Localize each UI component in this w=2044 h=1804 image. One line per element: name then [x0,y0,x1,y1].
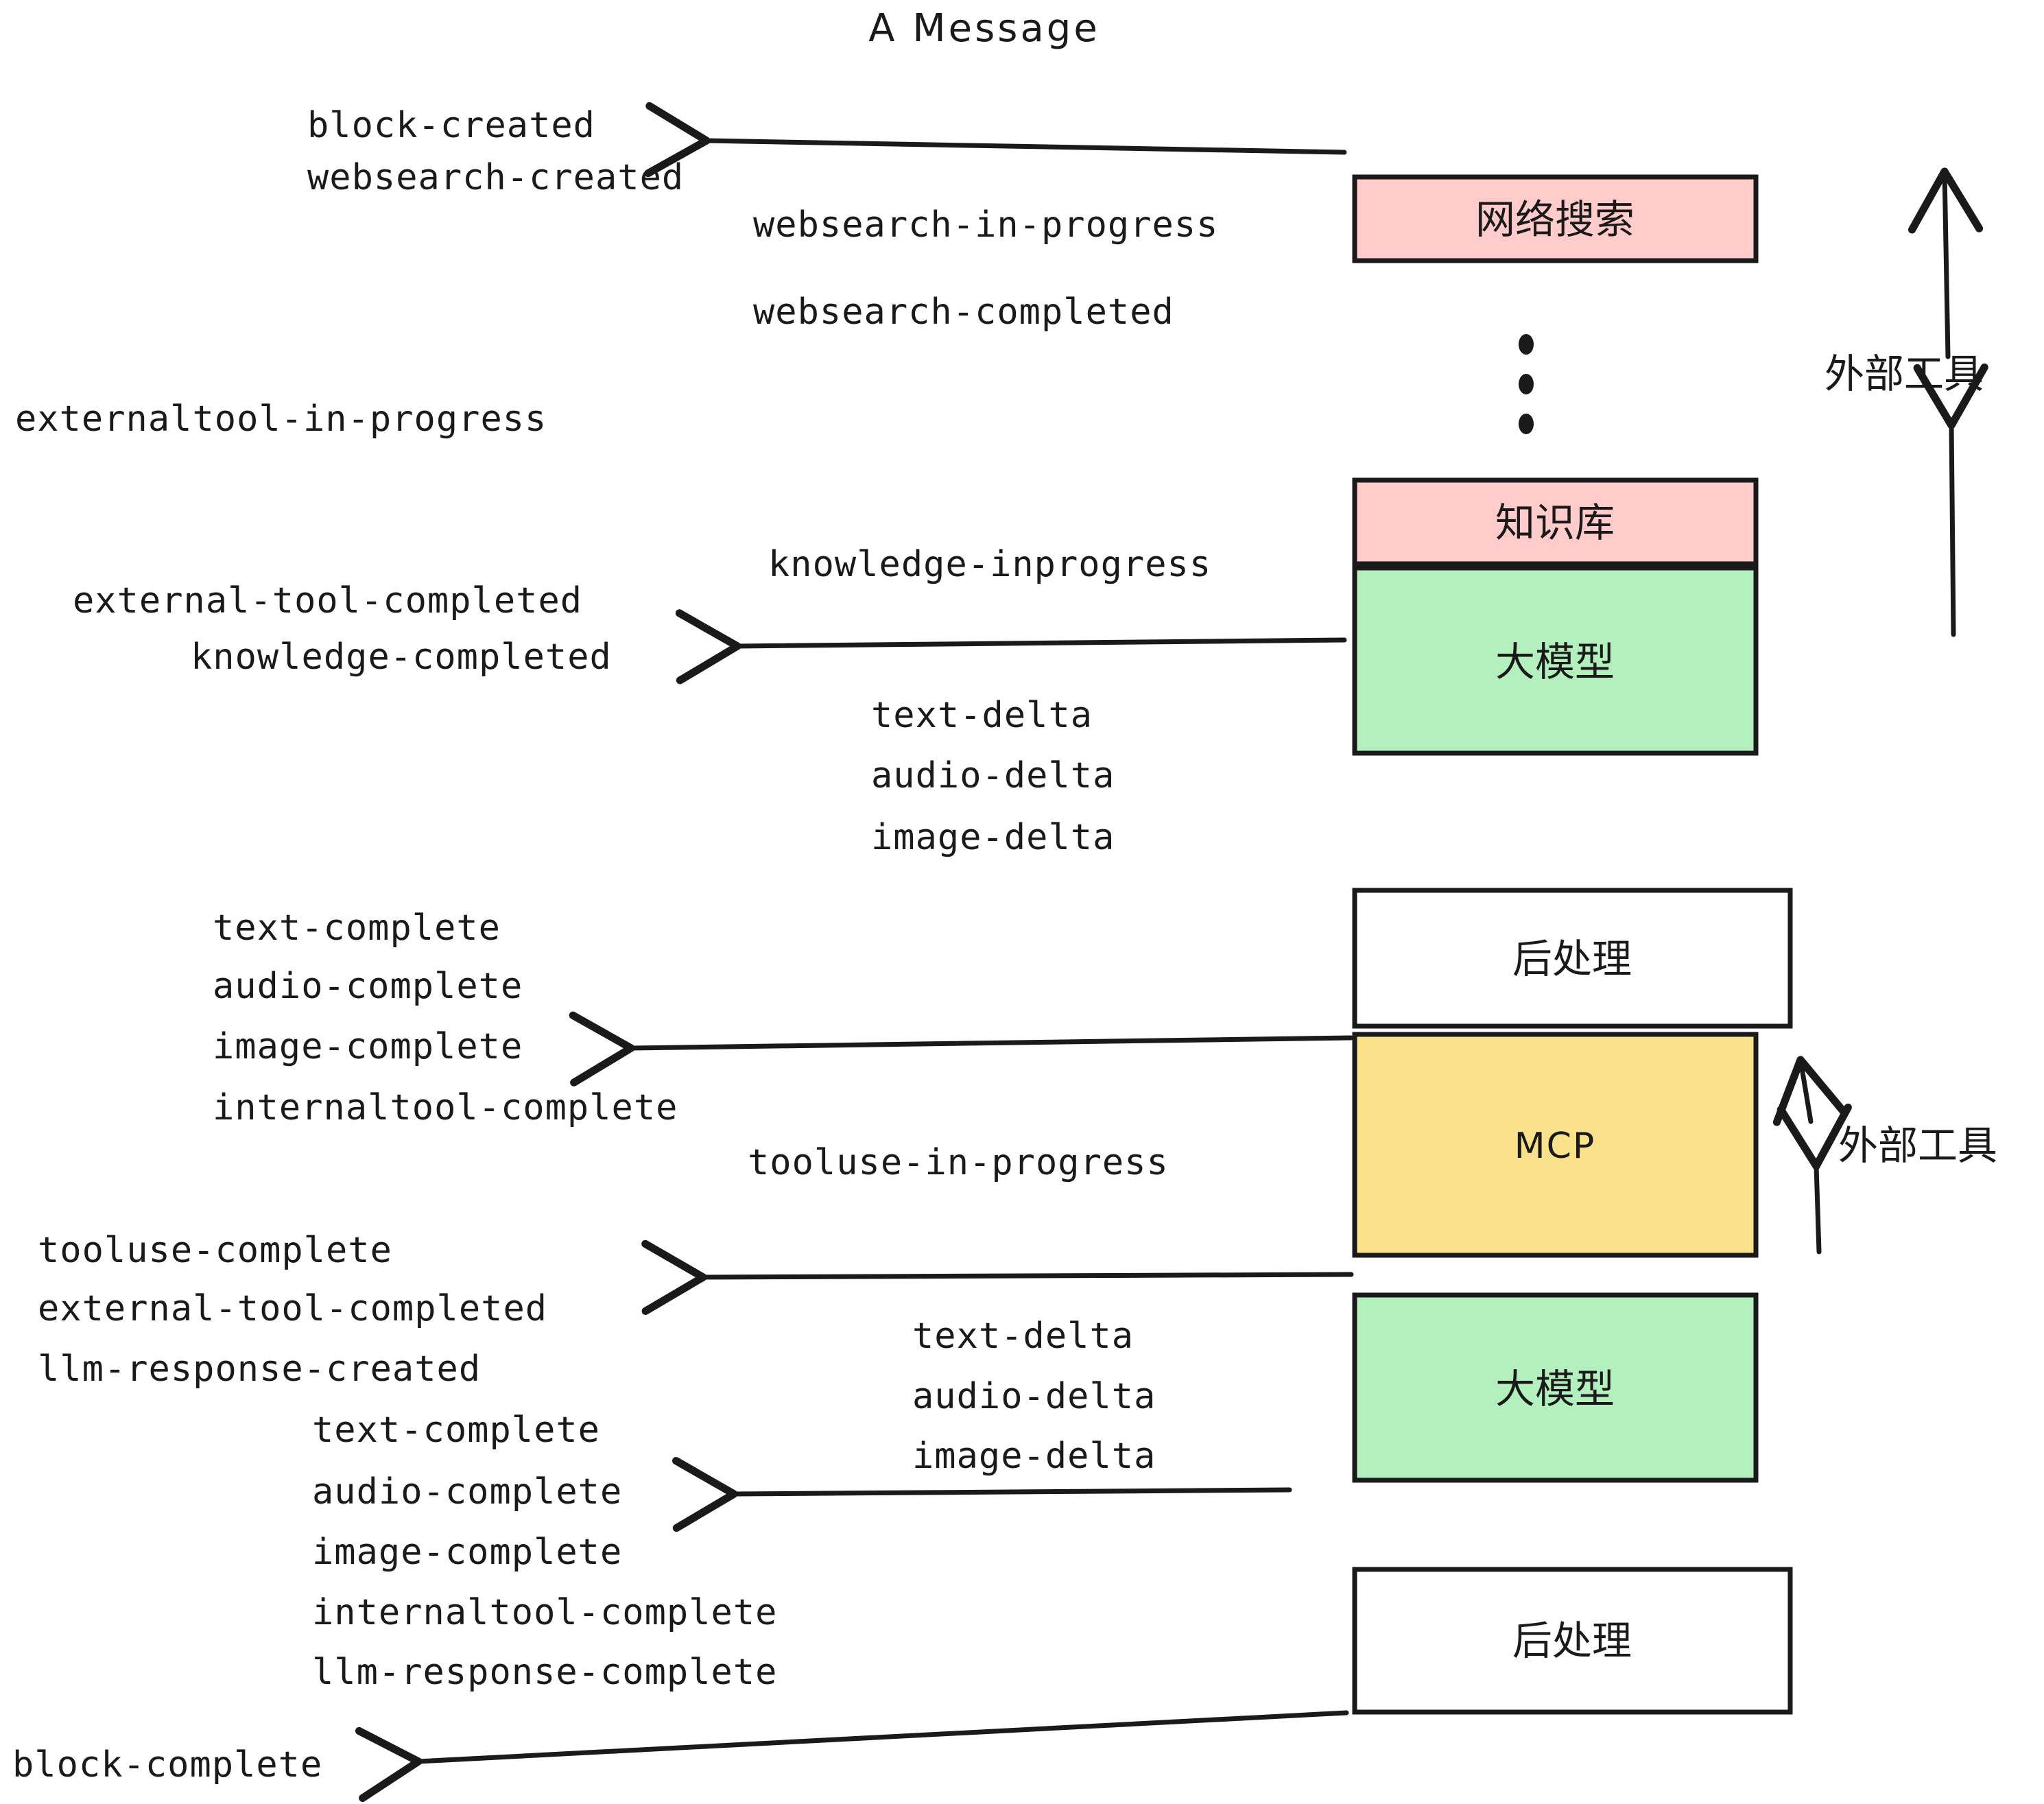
arrow-block-complete [355,1710,1349,1802]
node-websearch-box[interactable] [1352,174,1759,263]
event-text-delta-1: text-delta [871,695,1093,736]
ellipsis-dot-2 [1519,374,1534,394]
event-text-complete-2: text-complete [312,1410,600,1451]
external-tools-top-label: 外部工具 [1825,351,1984,397]
event-audio-delta-2: audio-delta [912,1376,1156,1417]
event-external-tool-completed-1: external-tool-completed [73,580,582,621]
event-text-delta-2: text-delta [912,1316,1134,1357]
node-llm-2-box[interactable] [1352,1292,1759,1483]
event-image-delta-2: image-delta [912,1436,1156,1477]
node-mcp-box[interactable] [1352,1032,1759,1258]
event-image-delta-1: image-delta [871,817,1115,858]
arrow-block-created [644,102,1347,178]
arrow-audio-complete [672,1457,1292,1532]
node-postprocess-1-box[interactable] [1352,888,1793,1029]
event-websearch-completed: websearch-completed [753,292,1174,333]
node-llm-1-label: 大模型 [1495,639,1615,685]
event-audio-complete-2: audio-complete [312,1471,622,1512]
event-tooluse-in-progress: tooluse-in-progress [748,1142,1169,1183]
node-knowledge-box[interactable] [1352,477,1759,567]
page-title: A Message [868,6,1100,51]
event-image-complete-2: image-complete [312,1532,622,1573]
node-knowledge-label: 知识库 [1495,499,1615,546]
event-llm-response-complete: llm-response-complete [312,1652,777,1693]
event-externaltool-in-progress: externaltool-in-progress [15,399,547,440]
event-block-created: block-created [307,105,595,146]
event-audio-complete-1: audio-complete [213,966,523,1007]
external-tools-top-up-arrow [1908,167,1984,359]
ellipsis-dot-1 [1519,334,1534,355]
node-mcp-label: MCP [1514,1126,1596,1167]
arrow-image-complete [569,1011,1354,1087]
external-tools-top-down-arrow [1913,363,1988,637]
ellipsis-dot-3 [1519,414,1534,434]
event-image-complete-1: image-complete [213,1026,523,1067]
event-knowledge-completed: knowledge-completed [191,637,612,678]
node-postprocess-1-label: 后处理 [1512,936,1632,982]
node-postprocess-2-label: 后处理 [1512,1617,1632,1664]
node-postprocess-2-box[interactable] [1352,1567,1793,1715]
event-text-complete-1: text-complete [213,907,501,949]
external-tools-bottom-label: 外部工具 [1838,1122,1997,1169]
arrow-knowledge-completed [675,609,1347,685]
event-websearch-created: websearch-created [307,157,684,198]
external-tools-bottom-up-arrow [1772,1056,1847,1126]
arrow-tooluse-complete [641,1239,1354,1315]
event-audio-delta-1: audio-delta [871,755,1115,796]
event-internaltool-complete-1: internaltool-complete [213,1087,678,1128]
event-knowledge-inprogress: knowledge-inprogress [768,544,1211,585]
event-llm-response-created: llm-response-created [38,1349,481,1390]
event-tooluse-complete: tooluse-complete [38,1230,392,1271]
event-external-tool-completed-2: external-tool-completed [38,1288,547,1329]
event-internaltool-complete-2: internaltool-complete [312,1592,777,1633]
event-block-complete: block-complete [12,1744,322,1785]
node-llm-1-box[interactable] [1352,565,1759,756]
external-tools-bottom-down-arrow [1776,1103,1852,1255]
event-websearch-in-progress: websearch-in-progress [753,204,1218,246]
node-websearch-label: 网络搜索 [1475,196,1635,243]
node-llm-2-label: 大模型 [1495,1366,1615,1412]
